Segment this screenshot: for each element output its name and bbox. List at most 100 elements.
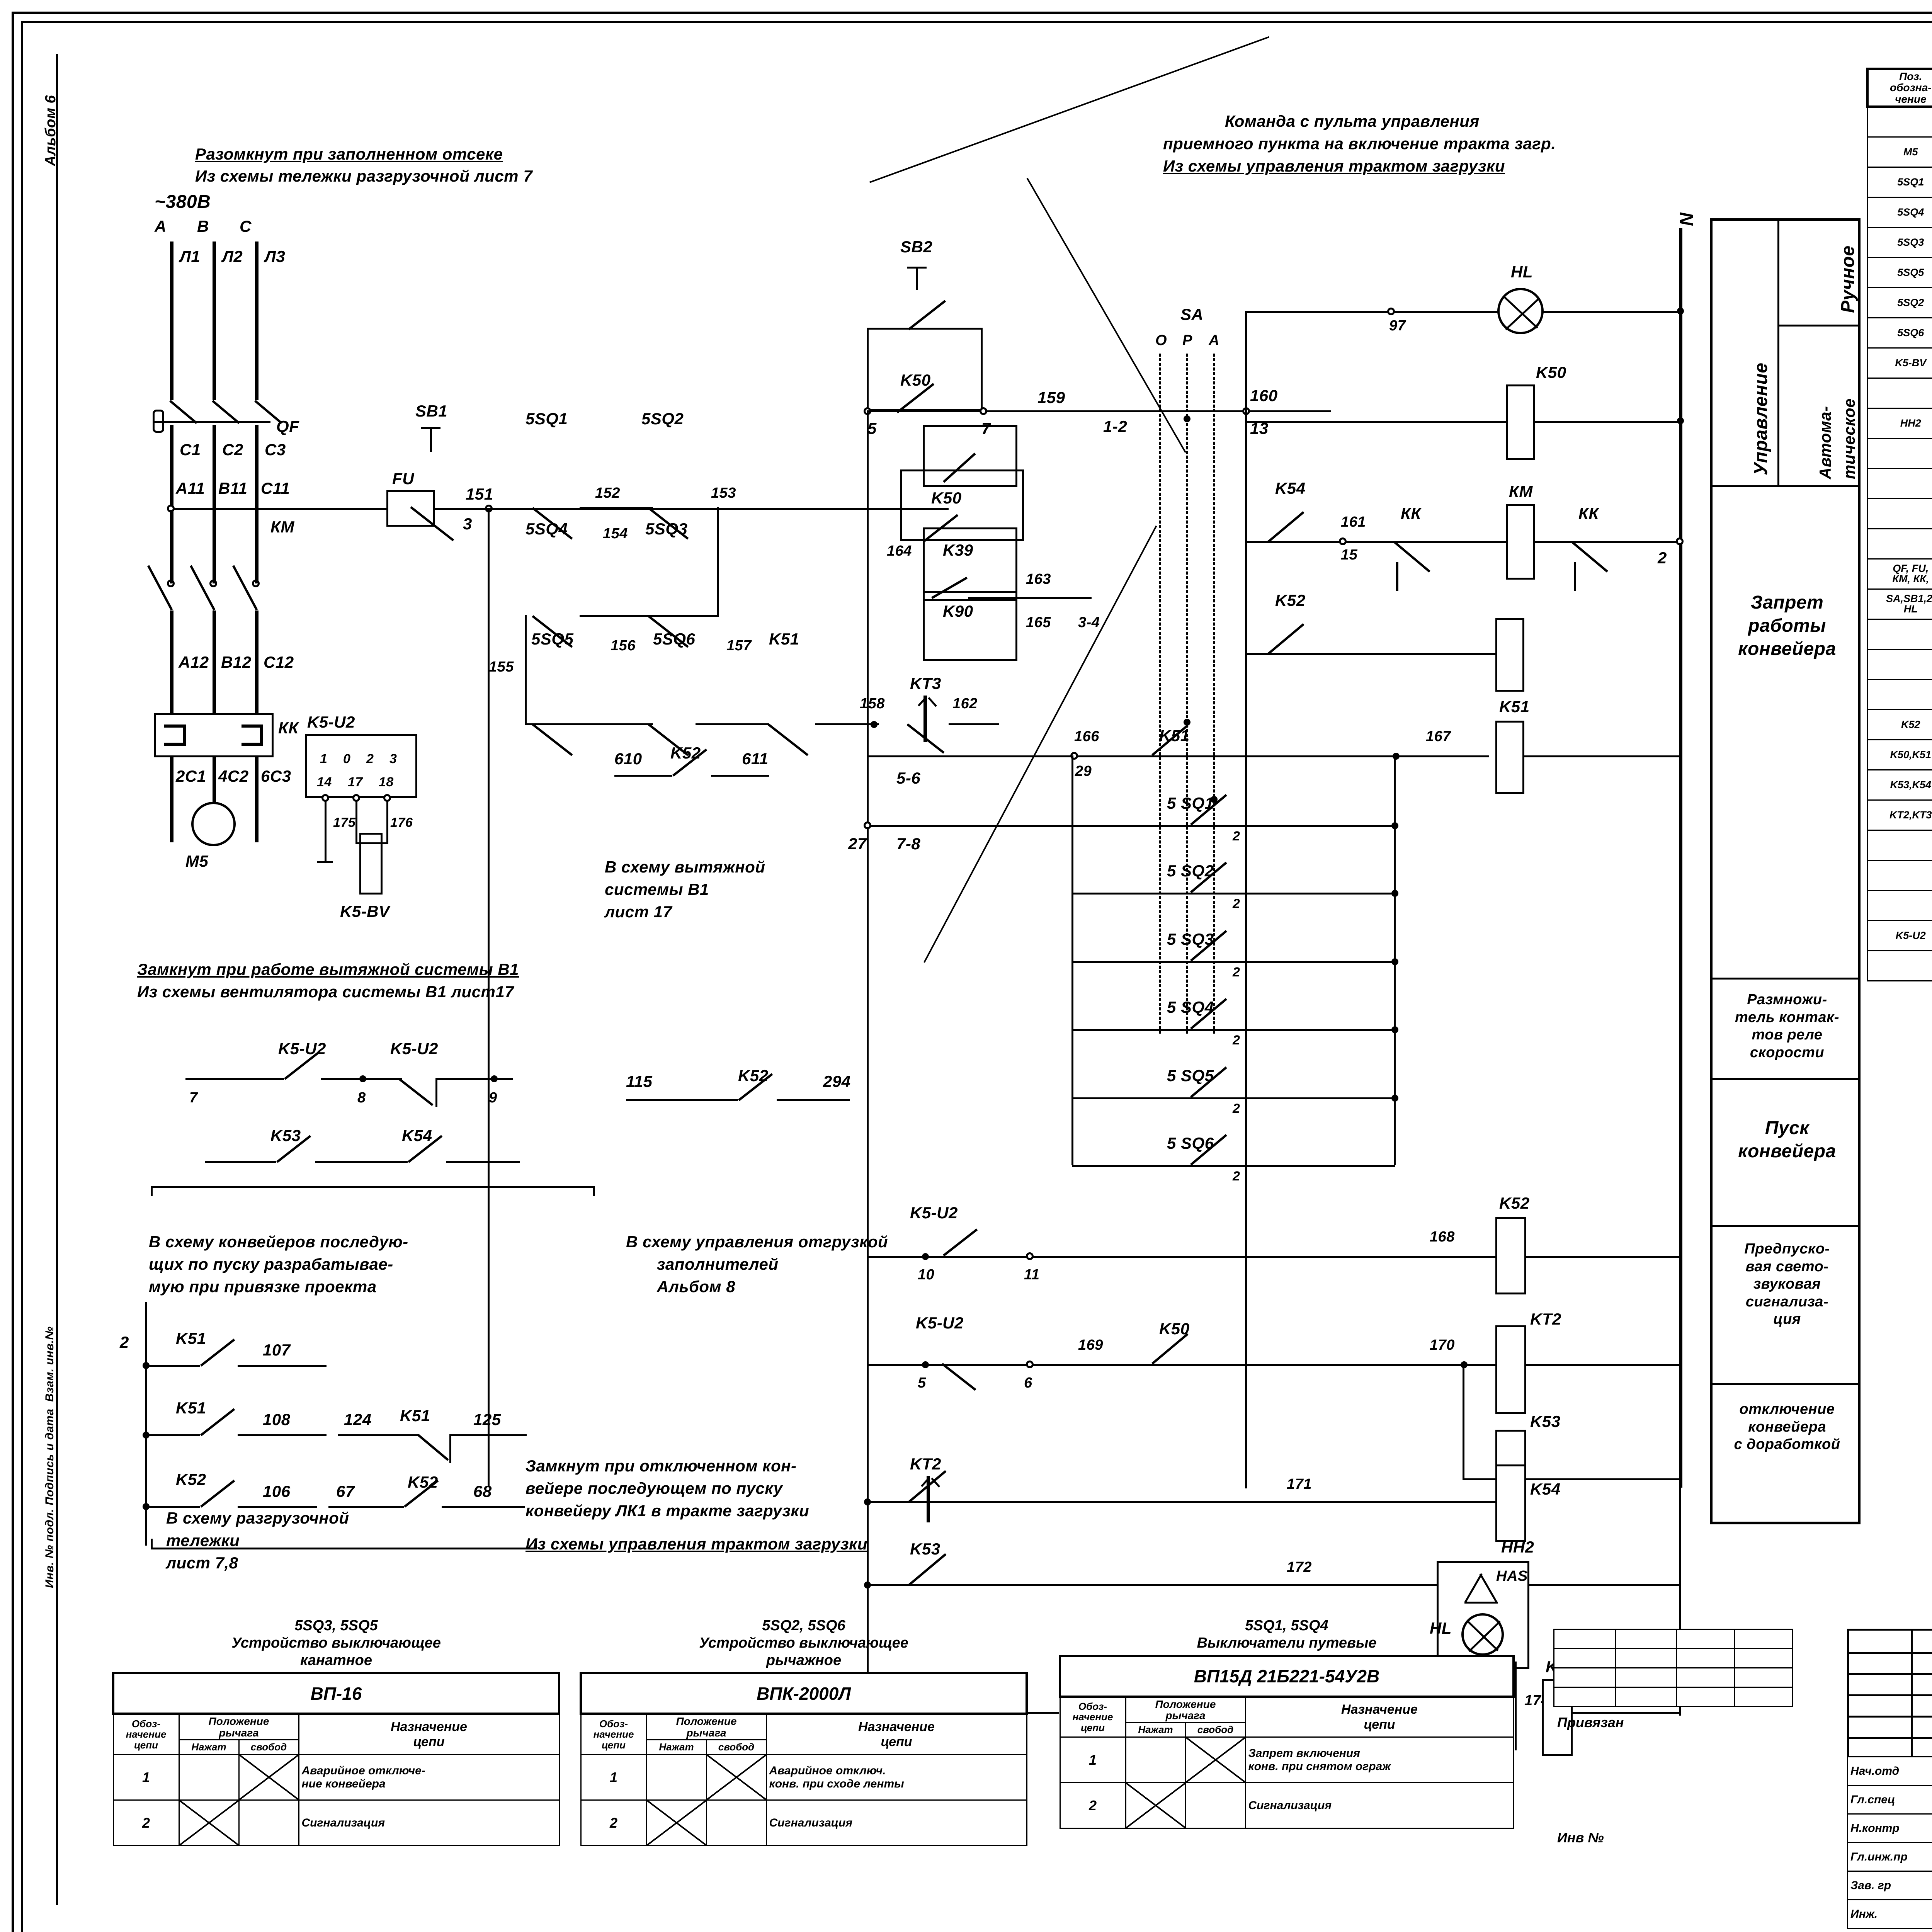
switch-model: ВП-16 [112,1672,560,1715]
auxb-68: 68 [473,1482,492,1500]
revision-cell [1734,1629,1793,1649]
function-row-sep-4 [1711,1225,1860,1227]
revision-cell [1734,1667,1793,1688]
hl2-label: HL [1430,1619,1452,1637]
w12-label: 1-2 [1103,417,1128,435]
kk-contact1-label: КК [1401,504,1421,522]
note8-line2: тележки [166,1531,240,1549]
node-7 [980,407,987,415]
parts-row: Щит Щ1 [1867,648,1932,680]
w169-label: 169 [1078,1337,1103,1353]
parts-cell-pos: K53,K54 [1867,769,1932,801]
motor-m5-symbol [191,802,236,846]
note7-line2: вейере последующем по пуску [526,1479,783,1497]
sq4-sq3-link [580,615,653,617]
ha3-label: HAS [1496,1568,1528,1584]
parts-row: сиреной, ~220В, ТУ16-535.194-751 [1867,437,1932,469]
inv-label-tb: Инв № [1557,1830,1604,1845]
kk-heater-a [164,724,185,728]
switch-h-free: свобод [706,1739,767,1755]
function-row-0: Запрет работы конвейера [1738,592,1836,659]
kt3-label: KT3 [910,674,941,692]
parts-cell-pos [1867,528,1932,560]
row2-left-drop [525,615,527,725]
sq-row-2 [1072,893,1395,895]
titleblock-row: Н.контрНестеренко [1847,1813,1932,1843]
w167-label: 167 [1426,728,1451,745]
w161-label: 161 [1341,514,1366,530]
switch-cell-pressed [1125,1736,1186,1784]
switch-h-purpose: Назначение цепи [298,1713,560,1755]
w156-label: 156 [611,638,636,654]
w27-label: 27 [848,835,867,853]
note7-line1: Замкнут при отключенном кон- [526,1457,797,1475]
switch-cell-purpose: Запрет включения конв. при снятом ограж [1245,1736,1514,1784]
kk-heater-c [242,724,263,728]
revision-row [1553,1667,1793,1688]
a12-label: А12 [179,653,209,671]
parts-cell-pos: 5SQ5 [1867,257,1932,288]
switch-cell-purpose: Сигнализация [765,1799,1027,1847]
6c3-label: 6С3 [261,767,291,785]
note8-line3: лист 7,8 [166,1554,238,1572]
note6-line3: Альбом 8 [657,1277,736,1296]
parts-cell-pos [1867,106,1932,138]
kt3-arrow-stem [923,696,927,742]
n-dot-2 [1677,417,1684,424]
auxb-r2-m2 [338,1434,419,1436]
auxb-term-2: 2 [120,1333,129,1351]
sq5-label: 5SQ5 [531,630,574,648]
phase-c-label: C [240,217,252,235]
sa-dot-2 [1184,719,1190,726]
w5-label: 5 [867,419,877,437]
auxb-107: 107 [263,1341,291,1359]
parts-row: K5-U2Устройство контроля скоростиучтено … [1867,920,1932,951]
sq-row-6 [1072,1165,1395,1167]
hl-branch-from160 [1245,311,1247,412]
sq-dot-r2 [1391,890,1398,897]
parts-cell-pos [1867,859,1932,891]
c2-label: С2 [222,440,243,459]
switch-model: ВПК-2000Л [580,1672,1028,1715]
sq4-label: 5SQ4 [526,520,568,538]
kk-heater-c2 [260,724,263,746]
node-6 [1026,1361,1034,1368]
note3-line3: лист 17 [605,903,672,921]
w151-label: 151 [466,485,493,503]
switch-h-pos: Положение рычага [646,1713,767,1741]
kk-contact2-label: КК [1578,504,1599,522]
c1-label: С1 [180,440,201,459]
k90-box [923,591,1017,661]
sq-stack-label-6: 5 SQ6 [1167,1134,1214,1152]
auxb-125: 125 [473,1410,501,1429]
k53-coil-feed [1463,1478,1497,1480]
kk-overload-block [154,713,274,757]
k5u2-t0: 0 [343,752,351,766]
aux2-k5u2a: K5-U2 [278,1039,326,1058]
aux2-3: 9 [489,1090,497,1106]
sq-stack-label-4: 5 SQ4 [1167,998,1214,1016]
switch-cell-pressed [1125,1782,1186,1829]
k51-coil [1495,721,1524,794]
row-172 [867,1584,1439,1586]
parts-row: K5-BVДатчик БКВ [1867,347,1932,379]
revision-cell [1614,1667,1677,1688]
aux2-k54-wire-r [446,1161,520,1163]
c1-line [170,425,173,533]
note2-line1: Команда с пульта управления [1225,112,1480,130]
phase-line-b [213,242,216,400]
w15-label: 15 [1341,547,1358,563]
k5u2-t2: 2 [366,752,374,766]
node-161 [1339,537,1347,545]
w159-label: 159 [1037,388,1065,406]
function-header-upravlenie: Управление [1751,362,1771,475]
sq-stack-label-1: 5 SQ1 [1167,794,1214,812]
note5-line2: щих по пуску разрабатывае- [149,1255,393,1273]
kk-label: КК [278,719,299,737]
sq6-label: 5SQ6 [653,630,696,648]
switch-cell-purpose: Аварийное отключе- ние конвейера [298,1754,560,1801]
w176-label: 176 [390,815,413,830]
